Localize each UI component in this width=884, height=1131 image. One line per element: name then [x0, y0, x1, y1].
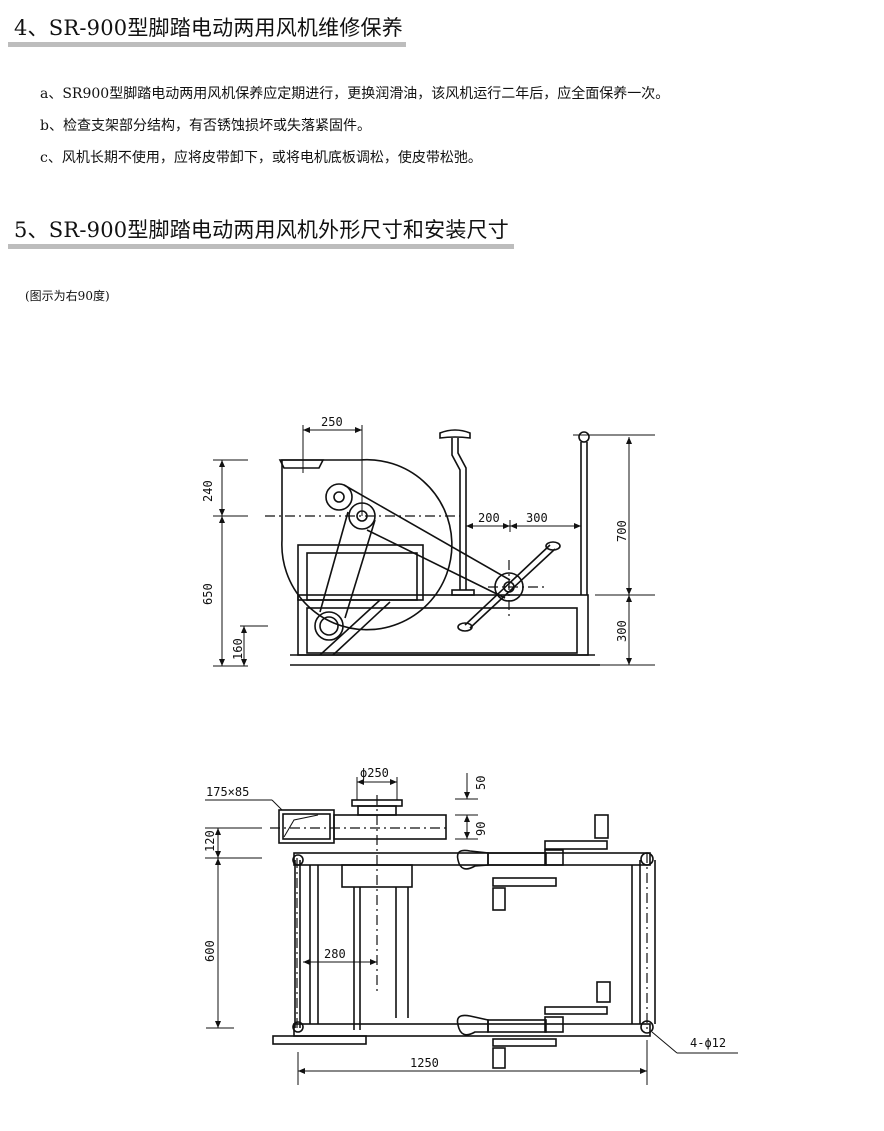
dim-160: 160	[231, 638, 245, 660]
orientation-note: (图示为右90度)	[25, 289, 110, 303]
dim-250: 250	[321, 415, 343, 429]
dim-650: 650	[201, 583, 215, 605]
maintenance-list: a、SR900型脚踏电动两用风机保养应定期进行，更换润滑油，该风机运行二年后，应…	[40, 78, 669, 174]
dim-120: 120	[203, 830, 217, 852]
outlet-duct	[278, 799, 447, 844]
dim-4-phi12: 4-ϕ12	[690, 1036, 726, 1050]
maintenance-item-b: b、检查支架部分结构，有否锈蚀损坏或失落紧固件。	[40, 118, 371, 134]
top-centerlines	[270, 795, 648, 1030]
section-5-heading: 5、SR-900型脚踏电动两用风机外形尺寸和安装尺寸	[8, 216, 514, 249]
dim-90: 90	[474, 822, 488, 836]
side-dimensions: 250 240 650 160 200 300 700 300	[201, 415, 655, 667]
dim-175x85: 175×85	[206, 785, 249, 799]
seat-post	[439, 429, 475, 596]
handle-post	[578, 431, 590, 595]
dim-300-horizontal: 300	[526, 511, 548, 525]
top-dimensions: ϕ250 175×85 50 90 120 600 280 1250 4-ϕ12	[203, 766, 738, 1085]
dim-240: 240	[201, 480, 215, 502]
dim-1250: 1250	[410, 1056, 439, 1070]
dim-300-vertical: 300	[615, 620, 629, 642]
dim-phi250: ϕ250	[360, 766, 389, 780]
dim-280: 280	[324, 947, 346, 961]
dim-600: 600	[203, 940, 217, 962]
side-centerlines	[265, 515, 545, 620]
section-4-heading: 4、SR-900型脚踏电动两用风机维修保养	[8, 14, 406, 47]
top-frame	[272, 852, 656, 1045]
frame	[290, 544, 600, 666]
maintenance-item-c: c、风机长期不使用，应将皮带卸下，或将电机底板调松，使皮带松弛。	[40, 150, 482, 166]
pedal-assemblies	[456, 814, 611, 1069]
maintenance-item-a: a、SR900型脚踏电动两用风机保养应定期进行，更换润滑油，该风机运行二年后，应…	[40, 86, 670, 102]
dim-700: 700	[615, 520, 629, 542]
dim-200: 200	[478, 511, 500, 525]
dim-50: 50	[474, 776, 488, 790]
